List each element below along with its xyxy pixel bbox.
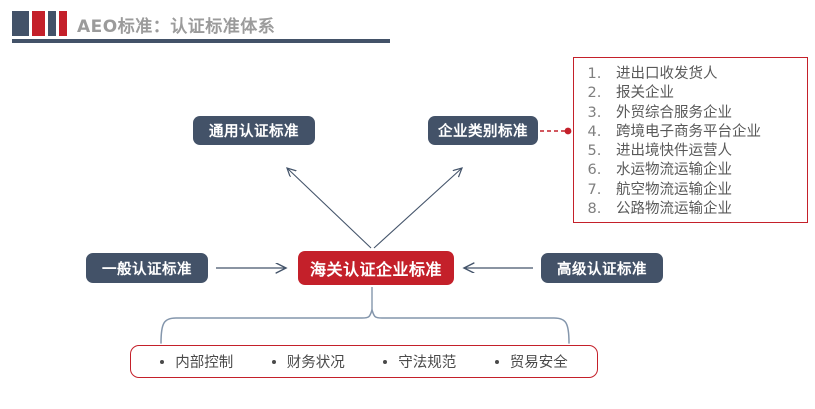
title-underline-rule	[12, 39, 390, 43]
pillar-item: 守法规范	[383, 351, 456, 372]
pillar-label: 财务状况	[286, 355, 345, 371]
header-accent-marks	[12, 11, 67, 36]
list-item: 报关企业	[606, 84, 801, 103]
box-customs-certified-enterprise-standard[interactable]: 海关认证企业标准	[298, 251, 454, 285]
bullet-icon	[160, 359, 165, 364]
pillar-label: 内部控制	[175, 355, 234, 371]
enterprise-category-list-panel: 进出口收发货人 报关企业 外贸综合服务企业 跨境电子商务平台企业 进出境快件运营…	[573, 57, 808, 223]
list-item: 航空物流运输企业	[606, 181, 801, 200]
list-item: 水运物流运输企业	[606, 161, 801, 180]
pillar-label: 贸易安全	[509, 355, 568, 371]
header-mark-blue-2	[48, 11, 56, 36]
bullet-icon	[494, 359, 499, 364]
pillar-item: 贸易安全	[494, 351, 568, 372]
box-enterprise-category-standard[interactable]: 企业类别标准	[428, 116, 538, 145]
header-mark-red-1	[32, 11, 45, 36]
certification-pillars-panel: 内部控制 财务状况 守法规范 贸易安全	[130, 345, 598, 378]
header-mark-blue-1	[12, 11, 29, 36]
arrow-to-enterprise-category	[373, 168, 462, 249]
box-general-certification-standard[interactable]: 通用认证标准	[193, 116, 315, 145]
brace-curly	[160, 307, 570, 344]
enterprise-category-list: 进出口收发货人 报关企业 外贸综合服务企业 跨境电子商务平台企业 进出境快件运营…	[582, 65, 801, 219]
pillar-item: 财务状况	[271, 351, 345, 372]
list-item: 进出口收发货人	[606, 65, 801, 84]
bullet-icon	[383, 359, 388, 364]
list-item: 外贸综合服务企业	[606, 104, 801, 123]
box-normal-certification-standard[interactable]: 一般认证标准	[86, 253, 208, 283]
arrow-to-general-cert	[287, 168, 372, 249]
box-advanced-certification-standard[interactable]: 高级认证标准	[541, 253, 663, 283]
list-item: 进出境快件运营人	[606, 142, 801, 161]
bullet-icon	[271, 359, 276, 364]
dashed-link-endpoint-dot	[564, 127, 572, 135]
pillar-item: 内部控制	[160, 351, 233, 372]
list-item: 跨境电子商务平台企业	[606, 123, 801, 142]
page-title: AEO标准：认证标准体系	[77, 17, 276, 37]
header-mark-red-2	[59, 11, 67, 36]
pillar-label: 守法规范	[398, 355, 457, 371]
list-item: 公路物流运输企业	[606, 200, 801, 219]
